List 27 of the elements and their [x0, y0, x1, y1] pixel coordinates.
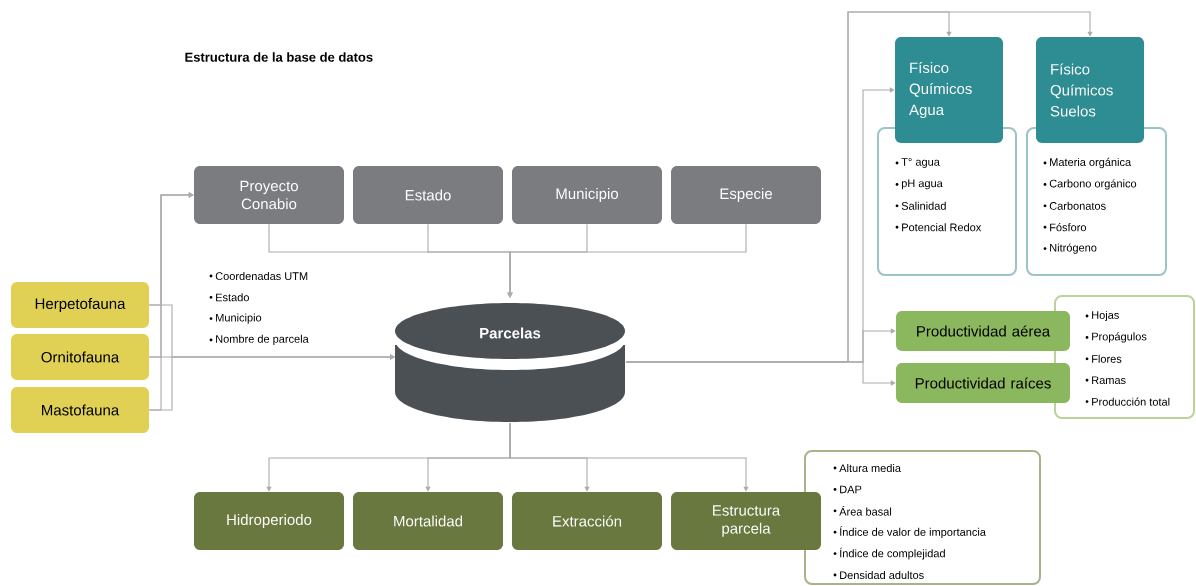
variable-box: Productividad raíces — [896, 363, 1070, 403]
fauna-box: Herpetofauna — [11, 282, 149, 328]
variable-box: Físico Químicos Agua — [895, 37, 1003, 143]
list-item: Nombre de parcela — [209, 334, 309, 345]
connector-arrow — [148, 192, 194, 411]
list-item: Municipio — [209, 313, 262, 324]
title: Estructura de la base de datos — [185, 52, 373, 62]
connector-arrow — [507, 223, 747, 298]
list-item: Estado — [209, 293, 249, 302]
variable-box: Hidroperiodo — [194, 492, 344, 550]
variable-box: Físico Químicos Suelos — [1036, 37, 1144, 143]
variable-box: Mortalidad — [353, 492, 503, 550]
connector-arrow — [625, 361, 896, 386]
category-box: Municipio — [512, 166, 662, 224]
variable-box: Extracción — [512, 492, 662, 550]
list-box: Altura media DAP Área basal Índice de valor de importancia Índice de complejidad Densidad adultos — [804, 450, 1041, 585]
variable-box: Productividad aérea — [896, 311, 1070, 351]
list-item: Coordenadas UTM — [209, 271, 308, 281]
category-box: Especie — [671, 166, 821, 224]
node-label: Parcelas — [480, 327, 541, 339]
category-box: Estado — [353, 166, 503, 224]
connector-arrow — [509, 422, 749, 492]
category-box: Proyecto Conabio — [194, 166, 344, 224]
variable-box: Estructura parcela — [671, 492, 821, 550]
fauna-box: Ornitofauna — [11, 334, 149, 380]
fauna-box: Mastofauna — [11, 387, 149, 433]
database-cylinder: Parcelas — [395, 303, 625, 422]
